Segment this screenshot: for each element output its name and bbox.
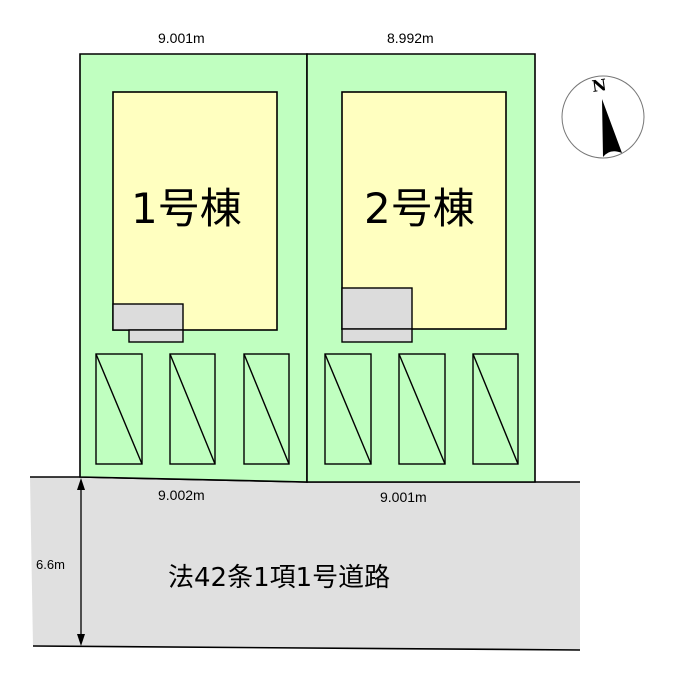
parking-space [243, 353, 290, 465]
road-area [30, 477, 580, 650]
building-2-label: 2号棟 [364, 184, 475, 233]
parking-space [398, 353, 446, 465]
compass-north-label: N [590, 75, 608, 96]
parking-space [169, 353, 216, 465]
building-1 [112, 91, 278, 331]
road-bottom-edge [32, 645, 581, 651]
north-arrow-icon [561, 75, 645, 159]
parking-space [324, 353, 372, 465]
building-1-label: 1号棟 [131, 184, 242, 233]
dimension-bottom-lot-2: 9.001m [380, 489, 427, 505]
parking-space [95, 353, 143, 465]
dimension-road-width: 6.6m [36, 557, 65, 572]
dimension-top-lot-2: 8.992m [387, 30, 434, 46]
building-1-step [128, 329, 184, 343]
building-2-step [341, 328, 413, 343]
dimension-top-lot-1: 9.001m [158, 30, 205, 46]
parking-space [472, 353, 519, 465]
building-1-porch [112, 303, 184, 331]
building-2-porch [341, 287, 413, 330]
road-width-arrow-icon [77, 478, 85, 646]
dimension-bottom-lot-1: 9.002m [158, 487, 205, 503]
road-label: 法42条1項1号道路 [168, 563, 391, 593]
